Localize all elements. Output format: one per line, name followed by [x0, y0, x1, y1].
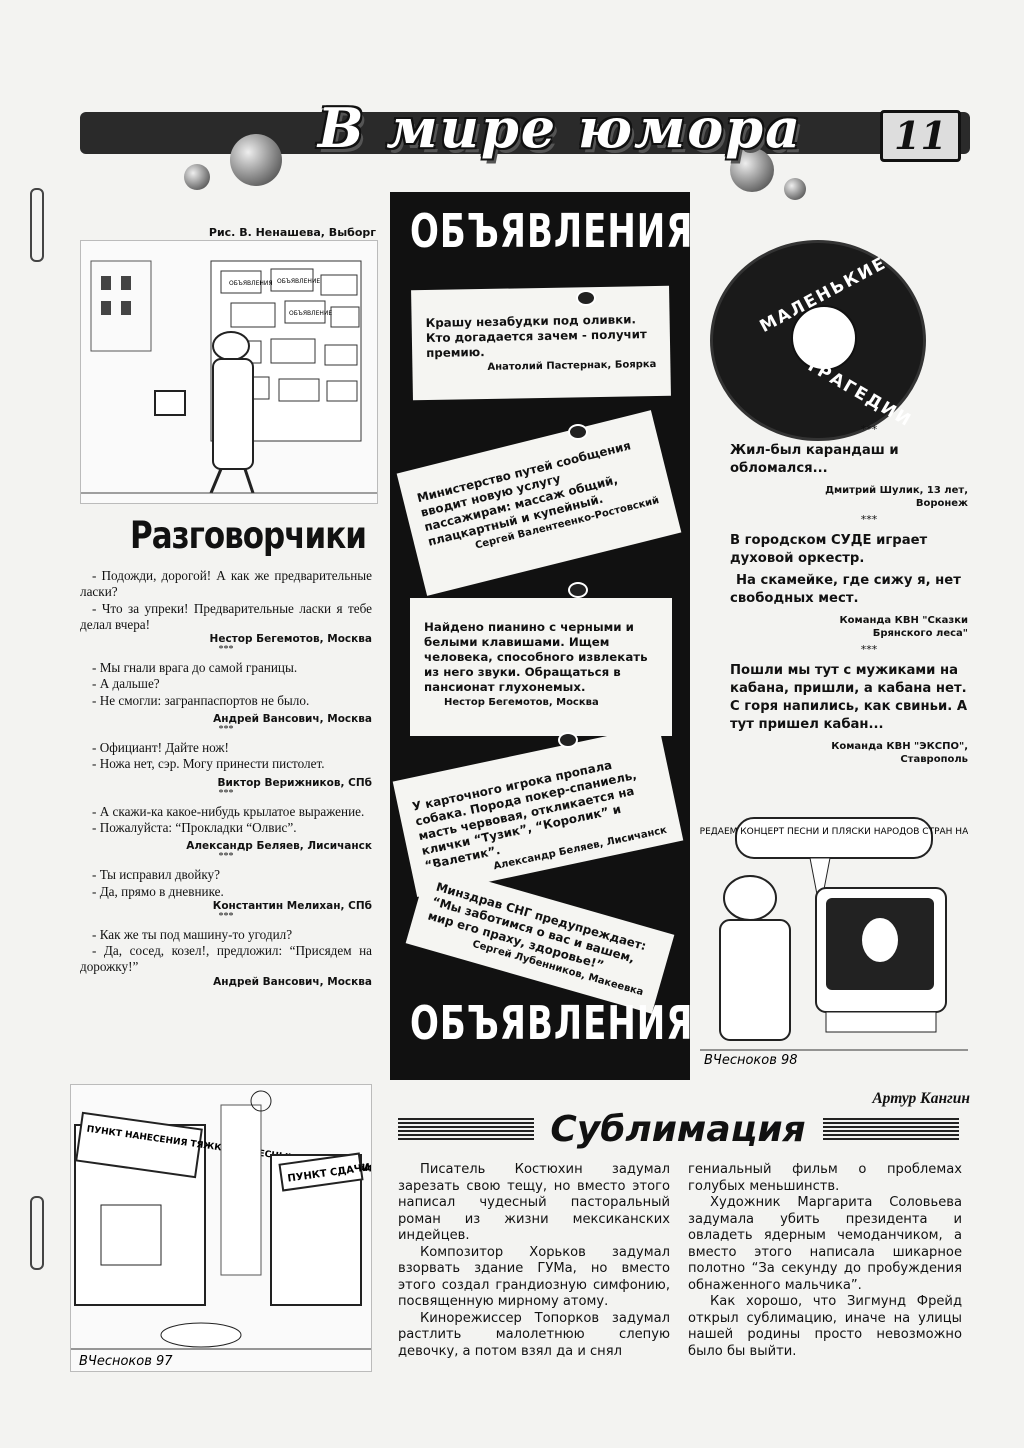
article-title-row: Сублимация [398, 1109, 959, 1150]
tragedy-author: Брянского леса" [872, 628, 968, 639]
joke-author: Александр Беляев, Лисичанск [186, 840, 372, 853]
cartoon-signature: ВЧесноков 98 [704, 1053, 798, 1068]
tragedy-line: В городском СУДЕ играет духовой оркестр. [730, 533, 928, 566]
joke-line: - Официант! Дайте нож! [92, 740, 229, 756]
tragedy-author: Ставрополь [900, 754, 968, 765]
pushpin-icon [558, 732, 578, 748]
cartoon-credit: Рис. В. Ненашева, Выборг [208, 226, 376, 239]
pushpin-icon [568, 424, 588, 440]
banner-ball [230, 134, 282, 186]
article-paragraph: Композитор Хорьков задумал взорвать здан… [398, 1244, 670, 1310]
banner-ball [730, 148, 774, 192]
article-column-right: гениальный фильм о проблемах голубых мен… [688, 1162, 962, 1360]
pushpin-icon [568, 582, 588, 598]
joke-line: - Подожди, дорогой! А как же предварител… [80, 568, 372, 600]
article-paragraph: Кинорежиссер Топорков задумал растлить м… [398, 1310, 670, 1359]
separator: *** [860, 423, 878, 436]
banner-ball [184, 164, 210, 190]
ad-note: Минздрав СНГ предупреждает: “Мы заботимс… [405, 864, 675, 1014]
ads-title-top: ОБЪЯВЛЕНИЯ [410, 205, 694, 259]
ad-text: Найдено пианино с черными и белыми клави… [424, 620, 648, 694]
separator: *** [218, 644, 234, 656]
joke-line: - Да, сосед, козел!, предложил: “Присяде… [80, 943, 372, 975]
binder-clip-bottom [30, 1196, 44, 1270]
tragedy-line: На скамейке, где сижу я, нет свободных м… [730, 573, 961, 606]
cartoon-sign-text: ОБЪЯВЛЕНИЕ [289, 310, 332, 317]
joke: - А скажи-ка какое-нибудь крылатое выраж… [80, 804, 372, 862]
ads-title-bottom: ОБЪЯВЛЕНИЯ [410, 997, 694, 1051]
joke-line: - Не смогли: загранпаспортов не было. [92, 692, 310, 708]
jokes-column: - Подожди, дорогой! А как же предварител… [80, 568, 372, 989]
separator: *** [218, 724, 234, 736]
joke-author: Нестор Бегемотов, Москва [209, 633, 372, 646]
separator: *** [218, 910, 234, 922]
cartoon-notice-board: ОБЪЯВЛЕНИЯ ОБЪЯВЛЕНИЕ ОБЪЯВЛЕНИЕ [80, 240, 378, 504]
tragedy-author: Дмитрий Шулик, 13 лет, [825, 485, 968, 496]
page-number: 11 [880, 110, 961, 162]
binder-clip-top [30, 188, 44, 262]
banner-band [80, 112, 970, 154]
separator: *** [860, 513, 878, 526]
ad-note: Найдено пианино с черными и белыми клави… [410, 598, 672, 736]
separator: *** [218, 787, 234, 799]
joke-line: - Ты исправил двойку? [92, 867, 220, 883]
article-paragraph: гениальный фильм о проблемах голубых мен… [688, 1162, 962, 1194]
tragedy-line: Жил-был карандаш и обломался... [730, 443, 899, 476]
separator: *** [860, 643, 878, 656]
joke-line: - Что за упреки! Предварительные ласки я… [80, 600, 372, 632]
joke: - Подожди, дорогой! А как же предварител… [80, 568, 372, 656]
section-banner: В мире юмора 11 [80, 92, 970, 200]
joke-line: - А дальше? [92, 676, 160, 692]
section-title: В мире юмора [317, 96, 803, 160]
joke-author: Андрей Вансович, Москва [213, 975, 372, 988]
article-column-left: Писатель Костюхин задумал зарезать свою … [398, 1162, 670, 1360]
joke: - Как же ты под машину-то угодил? - Да, … [80, 927, 372, 989]
jokes-heading: Разговорчики [130, 514, 367, 558]
article-paragraph: Писатель Костюхин задумал зарезать свою … [398, 1162, 670, 1243]
cartoon-tv: ПЕРЕДАЕМ КОНЦЕРТ ПЕСНИ И ПЛЯСКИ НАРОДОВ … [700, 810, 968, 1072]
joke-author: Константин Мелихан, СПб [212, 899, 372, 912]
joke: - Официант! Дайте нож! - Ножа нет, сэр. … [80, 740, 372, 798]
article-paragraph: Как хорошо, что Зигмунд Фрейд открыл суб… [688, 1294, 962, 1359]
ad-note: Министерство путей сообщения вводит нову… [396, 410, 682, 596]
joke-line: - Ножа нет, сэр. Могу принести пистолет. [92, 756, 325, 772]
pushpin-icon [576, 290, 596, 306]
joke-line: - Да, прямо в дневнике. [92, 883, 224, 899]
cartoon-injury-office-drawing: ПУНКТ НАНЕСЕНИЯ ТЯЖКИХ ТЕЛЕСНЫХ ПОВРЕЖДЕ… [71, 1090, 371, 1369]
article-paragraph: Художник Маргарита Соловьева задумала уб… [688, 1195, 962, 1293]
tragedy-line: Пошли мы тут с мужиками на кабана, пришл… [730, 663, 968, 732]
joke-line: - А скажи-ка какое-нибудь крылатое выраж… [92, 803, 365, 819]
small-tragedies-column: *** Жил-был карандаш и обломался... Дмит… [730, 420, 968, 766]
baby-figure [791, 305, 857, 371]
cartoon-sign-text: ОБЪЯВЛЕНИЕ [277, 278, 320, 285]
speech-bubble-text: ПЕРЕДАЕМ КОНЦЕРТ ПЕСНИ И ПЛЯСКИ НАРОДОВ … [700, 827, 968, 837]
joke-line: - Мы гнали врага до самой границы. [92, 660, 298, 676]
ad-author: Нестор Бегемотов, Москва [444, 697, 599, 708]
ads-poster: ОБЪЯВЛЕНИЯ Крашу незабудки под оливки. К… [390, 192, 694, 1080]
joke-author: Виктор Верижников, СПб [217, 776, 372, 789]
joke: - Мы гнали врага до самой границы. - А д… [80, 660, 372, 734]
joke: - Ты исправил двойку? - Да, прямо в днев… [80, 867, 372, 921]
small-tragedies-logo: МАЛЕНЬКИЕ ТРАГЕДИИ [710, 240, 926, 441]
tragedy-author: Команда КВН "ЭКСПО", [831, 741, 968, 752]
cartoon-notice-board-drawing: ОБЪЯВЛЕНИЯ ОБЪЯВЛЕНИЕ ОБЪЯВЛЕНИЕ [81, 260, 377, 494]
cartoon-tv-drawing: ПЕРЕДАЕМ КОНЦЕРТ ПЕСНИ И ПЛЯСКИ НАРОДОВ … [700, 817, 968, 1068]
title-stripes-right [823, 1118, 959, 1142]
cartoon-injury-office: ПУНКТ НАНЕСЕНИЯ ТЯЖКИХ ТЕЛЕСНЫХ ПОВРЕЖДЕ… [70, 1084, 372, 1372]
cartoon-signature: ВЧесноков 97 [79, 1354, 173, 1369]
banner-ball [784, 178, 806, 200]
separator: *** [218, 851, 234, 863]
joke-line: - Как же ты под машину-то угодил? [92, 926, 293, 942]
article-author: Артур Кангин [872, 1090, 970, 1107]
joke-author: Андрей Вансович, Москва [213, 713, 372, 726]
cartoon-sign-text: ОБЪЯВЛЕНИЯ [229, 280, 273, 287]
ad-note: Крашу незабудки под оливки. Кто догадает… [411, 285, 671, 401]
joke-line: - Пожалуйста: “Прокладки “Олвис”. [92, 819, 297, 835]
tragedy-author: Воронеж [915, 498, 968, 509]
ad-text: Крашу незабудки под оливки. Кто догадает… [425, 312, 647, 361]
title-stripes-left [398, 1118, 534, 1142]
article-title: Сублимация [550, 1109, 806, 1150]
tragedy-author: Команда КВН "Сказки [839, 615, 968, 626]
